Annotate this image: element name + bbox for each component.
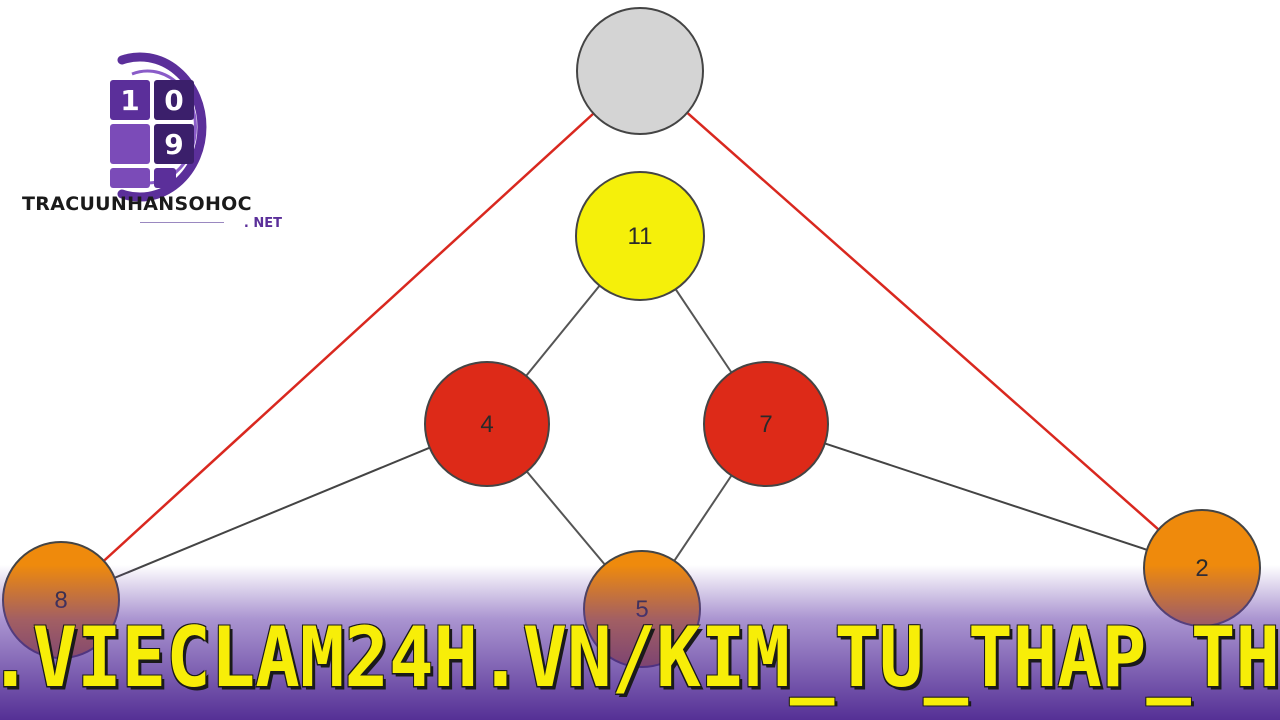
edge-top-n2: [686, 111, 1160, 531]
edge-n4-n8: [114, 446, 431, 579]
logo-tiles: 1 0 9: [110, 72, 200, 238]
node-label-n4: 4: [480, 411, 493, 438]
banner-url-text: .VIECLAM24H.VN/KIM_TU_THAP_THAN_SO_HOC_: [0, 610, 1280, 707]
node-label-n7: 7: [759, 411, 772, 438]
edge-n4-n5: [526, 470, 606, 566]
edges-layer: [102, 111, 1160, 579]
logo-site-name: TRACUUNHANSOHOC: [22, 193, 252, 215]
site-logo: 1 0 9 TRACUUNHANSOHOC . NET: [20, 50, 282, 238]
node-label-n11: 11: [628, 223, 653, 250]
edge-top-n8: [102, 112, 595, 562]
node-n7: 7: [703, 361, 829, 487]
edge-n11-n4: [525, 285, 601, 377]
node-n11: 11: [575, 171, 705, 301]
logo-digit-9: 9: [154, 124, 194, 164]
node-circle-n11: [575, 171, 705, 301]
logo-tile-lower-left: [110, 168, 150, 188]
logo-tile-lower-right: [154, 168, 176, 188]
logo-digit-1: 1: [110, 80, 150, 120]
node-top: [576, 7, 704, 135]
edge-n11-n7: [674, 288, 733, 374]
node-n4: 4: [424, 361, 550, 487]
logo-underline: [140, 222, 224, 223]
bottom-banner-shade: [0, 565, 1280, 720]
edge-n7-n2: [824, 442, 1148, 551]
logo-domain-suffix: . NET: [243, 216, 282, 231]
logo-tile-blank: [110, 124, 150, 164]
edge-n7-n5: [673, 474, 733, 562]
node-circle-n7: [703, 361, 829, 487]
node-circle-n4: [424, 361, 550, 487]
logo-digit-0: 0: [154, 80, 194, 120]
node-circle-top: [576, 7, 704, 135]
